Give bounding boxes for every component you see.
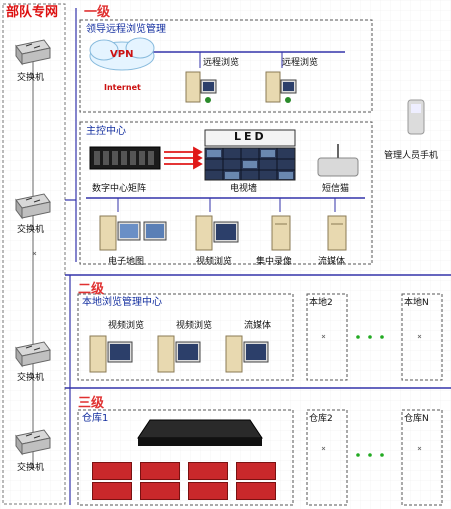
switch-icon: [15, 193, 51, 220]
emap-workstation-icon: [99, 215, 167, 251]
switch-icon: [15, 39, 51, 66]
central-record-label: 集中录像: [256, 257, 293, 267]
matrix-label: 数字中心矩阵: [92, 184, 147, 194]
localN-label: 本地N: [404, 298, 429, 308]
warehouse1-label: 仓库1: [82, 413, 109, 424]
alarm-panel-module: [188, 482, 228, 500]
alarm-panel-module: [188, 462, 228, 480]
led-label: LED: [234, 130, 267, 143]
alarm-panel-module: [140, 462, 180, 480]
control-center-title: 主控中心: [86, 126, 126, 137]
switch-label: 交换机: [17, 73, 45, 83]
alarm-panel-module: [236, 482, 276, 500]
vpn-label: VPN: [110, 49, 134, 60]
workstation-icon: [195, 215, 239, 251]
switch-label: 交换机: [17, 463, 45, 473]
switch-label: 交换机: [17, 225, 45, 235]
streaming-label: 流媒体: [244, 321, 272, 331]
tier-three-label: 三级: [78, 396, 105, 411]
tv-wall-label: 电视墙: [230, 184, 258, 194]
workstation-icon: [265, 71, 297, 103]
local2-label: 本地2: [309, 298, 333, 308]
sms-cat-label: 短信猫: [322, 184, 350, 194]
streaming-label: 流媒体: [318, 257, 346, 267]
switch-icon: [15, 341, 51, 368]
manager-phone-label: 管理人员手机: [384, 151, 439, 161]
server-icon: [327, 215, 347, 251]
video-view-label: 视频浏览: [108, 321, 145, 331]
video-view-label: 视频浏览: [176, 321, 213, 331]
tier-one-label: 一级: [84, 5, 111, 20]
workstation-icon: [157, 335, 201, 373]
warehouse2-label: 仓库2: [309, 414, 333, 424]
internet-label: Internet: [104, 83, 141, 92]
local-center-title: 本地浏览管理中心: [82, 297, 162, 308]
tier-two-label: 二级: [78, 282, 105, 297]
warehouseN-label: 仓库N: [404, 414, 429, 424]
alarm-panel-module: [92, 462, 132, 480]
workstation-icon: [225, 335, 269, 373]
remote-view-label: 远程浏览: [282, 58, 319, 68]
emap-label: 电子地图: [108, 257, 145, 267]
server-icon: [271, 215, 291, 251]
vpn-cloud-icon: [89, 37, 155, 71]
switch-label: 交换机: [17, 373, 45, 383]
alarm-panel-module: [140, 482, 180, 500]
video-view-label: 视频浏览: [196, 257, 233, 267]
alarm-panel-module: [92, 482, 132, 500]
dedicated-network-title: 部队专网: [6, 5, 59, 20]
workstation-icon: [185, 71, 217, 103]
workstation-icon: [89, 335, 133, 373]
alarm-panel-module: [236, 462, 276, 480]
remote-view-label: 远程浏览: [203, 58, 240, 68]
leadership-title: 领导远程浏览管理: [86, 24, 166, 35]
switch-icon: [15, 429, 51, 456]
